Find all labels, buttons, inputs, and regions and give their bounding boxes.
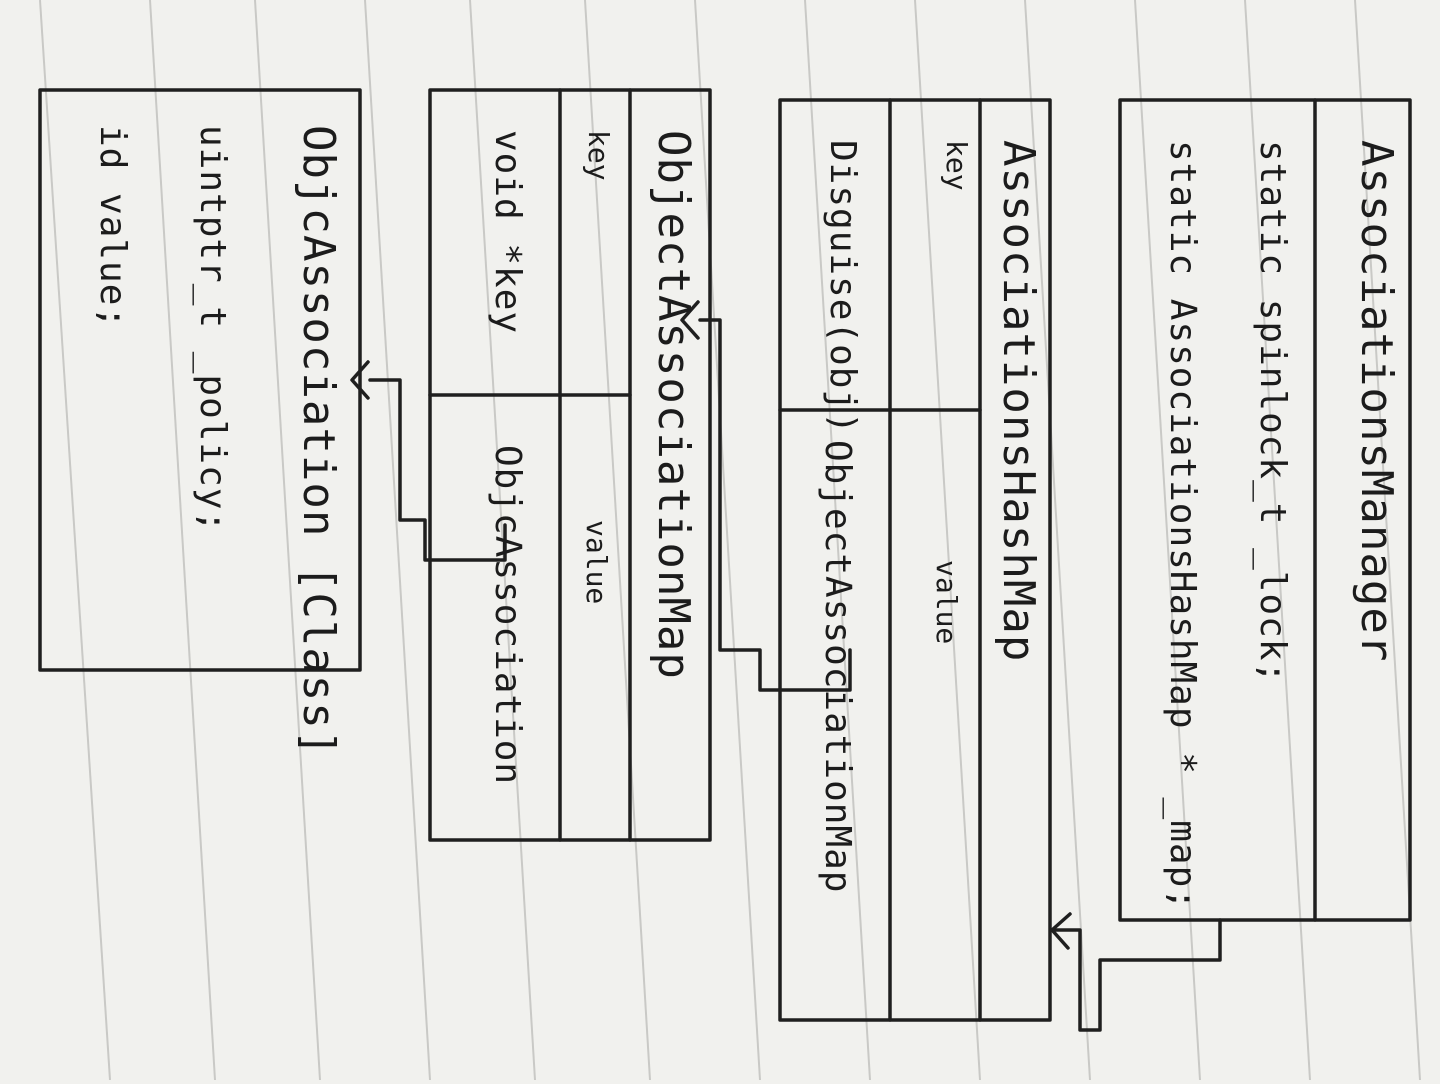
- object-map-key-value: void *key: [487, 130, 528, 335]
- hash-map-key-value: Disguise(obj): [822, 140, 863, 435]
- objc-association-field: uintptr_t _policy;: [192, 125, 233, 534]
- object-map-key-label: key: [582, 130, 615, 181]
- connector-hashmap-to-objectmap: [698, 318, 852, 692]
- hash-map-key-label: key: [940, 140, 973, 191]
- hash-map-value-label: value: [930, 560, 963, 645]
- associations-hash-map-title: AssociationsHashMap: [993, 140, 1044, 663]
- object-association-map-box: [428, 88, 712, 842]
- object-association-map-title: ObjectAssociationMap: [648, 130, 699, 680]
- associations-manager-field: static AssociationsHashMap * _map;: [1162, 140, 1203, 911]
- objc-association-field: id value;: [92, 125, 133, 330]
- hash-map-value-value: ObjectAssociationMap: [817, 440, 858, 894]
- connector-objectmap-to-association: [368, 378, 507, 562]
- objc-association-title: ObjcAssociation [Class]: [293, 125, 344, 758]
- connector-map-to-hashmap: [1053, 918, 1222, 1032]
- object-map-value-label: value: [580, 520, 613, 605]
- connector-arrowhead-1: [1050, 912, 1072, 950]
- associations-hash-map-box: [778, 98, 1052, 1022]
- object-map-value-value: ObjcAssociation: [487, 445, 528, 786]
- associations-manager-box: [1118, 98, 1412, 922]
- connector-arrowhead-3: [350, 360, 370, 400]
- associations-manager-field: static spinlock_t _lock;: [1252, 140, 1293, 685]
- associations-manager-title: AssociationsManager: [1351, 140, 1402, 663]
- objc-association-box: [38, 88, 362, 672]
- connector-arrowhead-2: [680, 300, 700, 340]
